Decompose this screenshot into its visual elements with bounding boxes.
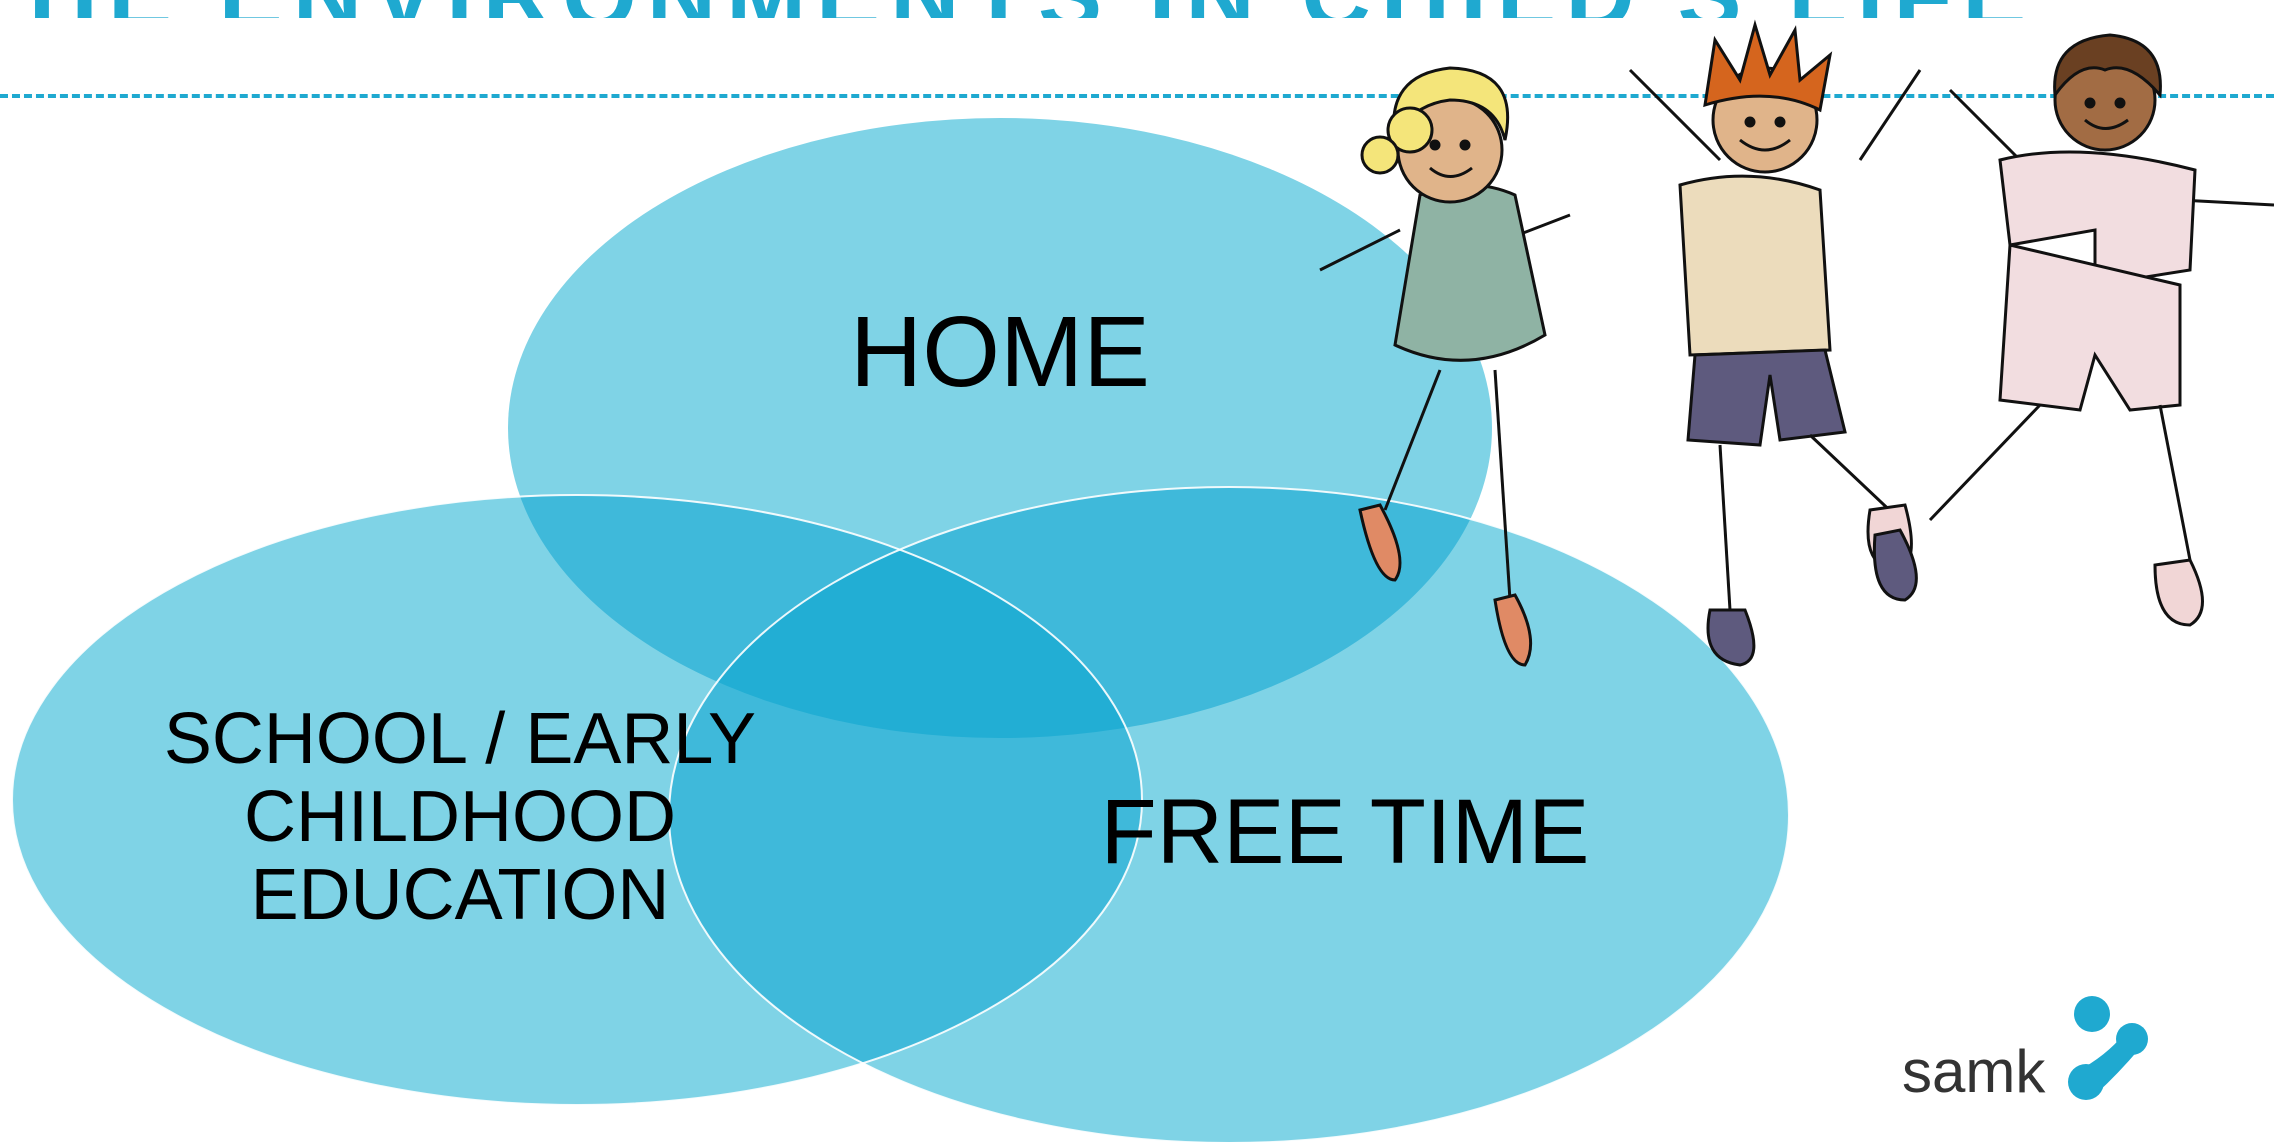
child-girl-brunette [1872,33,2274,627]
three-cartoon-children-icon [1319,19,2274,667]
school-outline [11,494,1143,1106]
overlap-center [669,495,1142,738]
free-time-outline [668,486,1790,1142]
child-girl-blonde [1319,66,1571,667]
header-divider [0,94,2274,98]
samk-logo-mark-icon [2068,996,2148,1100]
label-school-line-2: CHILDHOOD [243,777,677,857]
label-school-line-3: EDUCATION [250,855,670,935]
child-boy-redhead [1628,19,1922,667]
page-title: THE ENVIRONMENTS IN CHILD'S LIFE [0,0,2274,18]
logo-text: samk [1902,1038,2046,1105]
label-school: SCHOOL / EARLY CHILDHOOD EDUCATION [110,700,810,934]
label-free-time-text: FREE TIME [1100,781,1590,883]
label-school-line-1: SCHOOL / EARLY [163,699,757,779]
label-home-text: HOME [850,296,1150,408]
samk-logo: samk [1890,990,2170,1110]
page-title-text: THE ENVIRONMENTS IN CHILD'S LIFE [0,0,2036,18]
